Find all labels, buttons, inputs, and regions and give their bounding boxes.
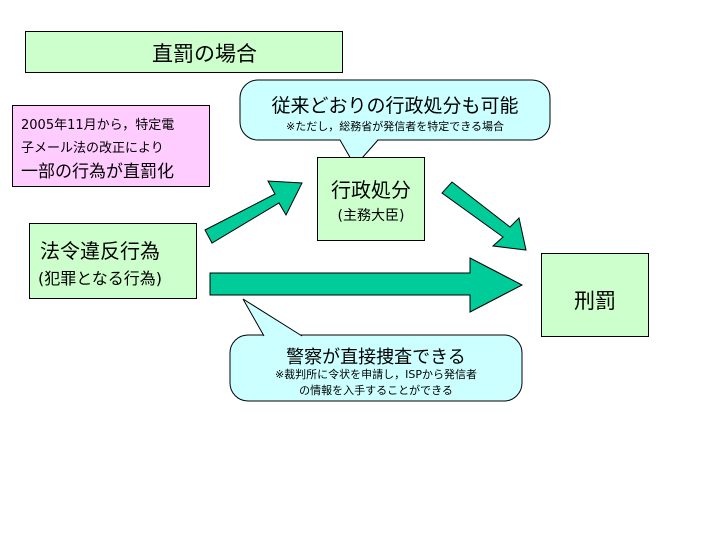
title-box: 直罰の場合 <box>25 31 343 73</box>
callout-police-sub-1: ※裁判所に令状を申請し，ISPから発信者 <box>274 368 478 381</box>
admin-sub: (主務大臣) <box>337 208 405 224</box>
penalty-label: 刑罰 <box>574 289 616 313</box>
violation-sub: (犯罪となる行為) <box>38 269 163 288</box>
callout-admin-shape <box>239 79 551 167</box>
callout-police-main: 警察が直接捜査できる <box>286 347 466 368</box>
arrow-violation-to-penalty <box>209 257 524 313</box>
arrow-violation-to-admin <box>204 180 303 244</box>
note-line-2: 子メール法の改正により <box>21 141 164 156</box>
note-line-3: 一部の行為が直罰化 <box>21 162 174 182</box>
arrow-admin-to-penalty <box>441 181 527 251</box>
violation-label: 法令違反行為 <box>40 239 160 263</box>
violation-box: 法令違反行為 (犯罪となる行為) <box>29 223 197 299</box>
page-title: 直罰の場合 <box>152 42 257 66</box>
note-box: 2005年11月から，特定電 子メール法の改正により 一部の行為が直罰化 <box>12 105 210 187</box>
callout-admin-main: 従来どおりの行政処分も可能 <box>271 95 519 117</box>
callout-police-sub-2: の情報を入手することができる <box>299 384 453 397</box>
penalty-box: 刑罰 <box>541 253 649 337</box>
admin-box: 行政処分 (主務大臣) <box>317 157 425 241</box>
admin-label: 行政処分 <box>331 178 411 202</box>
callout-admin-sub: ※ただし，総務省が発信者を特定できる場合 <box>286 120 504 133</box>
callout-police-shape <box>229 298 523 402</box>
note-line-1: 2005年11月から，特定電 <box>21 118 175 133</box>
